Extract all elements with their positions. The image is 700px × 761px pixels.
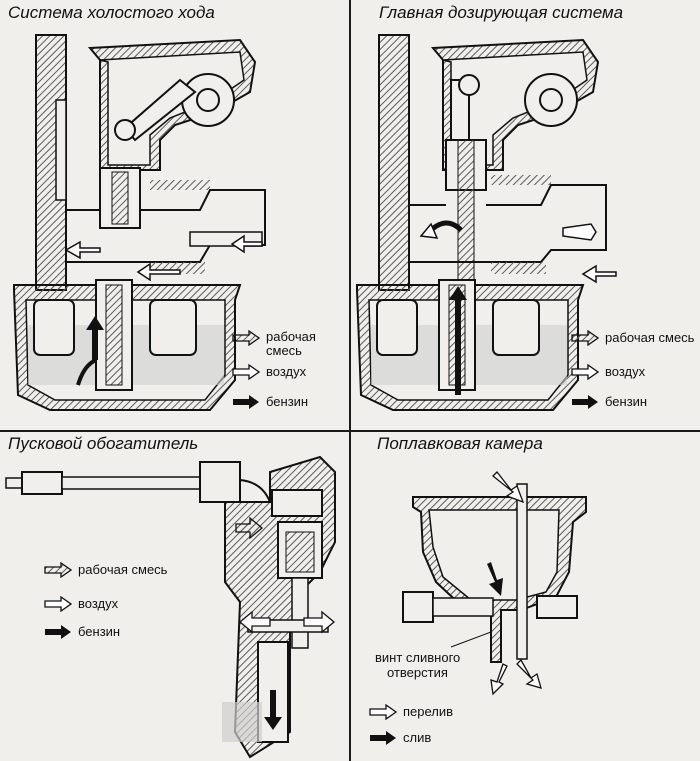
legend-fuel-label: бензин — [266, 394, 309, 409]
legend-drain-label: слив — [403, 730, 432, 745]
fuel-arrow-icon — [233, 395, 259, 409]
panel-choke-enricher: Пусковой обогатитель рабочая смесь возду… — [0, 432, 349, 761]
choke-enricher-drawing — [5, 455, 336, 759]
idle-system-title: Система холостого хода — [8, 3, 215, 22]
legend-mixture-label: рабочая смесь — [266, 329, 316, 358]
air-arrow-icon — [44, 596, 72, 612]
legend-fuel-label: бензин — [605, 394, 648, 409]
legend-fuel: бензин — [44, 624, 120, 640]
mixture-arrow-icon — [571, 330, 599, 346]
panel-float-chamber: Поплавковая камера винт сливного отверст… — [351, 432, 700, 761]
air-arrow-icon — [232, 364, 260, 380]
fuel-arrow-icon — [45, 625, 71, 639]
legend-air: воздух — [571, 364, 645, 380]
legend-overflow-label: перелив — [403, 704, 454, 719]
legend-air-label: воздух — [78, 596, 119, 611]
air-arrow-icon — [230, 234, 263, 254]
legend-mixture-label: рабочая смесь — [605, 330, 695, 345]
drain-arrow-icon — [370, 731, 396, 745]
mixture-arrow-icon — [232, 330, 260, 346]
legend-drain: слив — [369, 730, 431, 746]
legend-mixture: рабочая смесь — [232, 330, 349, 358]
float-chamber-drawing — [402, 471, 587, 696]
legend-air: воздух — [44, 596, 118, 612]
drain-screw-label-line2: отверстия — [387, 665, 448, 680]
vertical-divider — [349, 0, 351, 761]
panel-main-metering-system: Главная дозирующая система рабочая смесь… — [351, 0, 700, 430]
legend-fuel-label: бензин — [78, 624, 121, 639]
legend-air-label: воздух — [605, 364, 646, 379]
fuel-arrow-icon — [572, 395, 598, 409]
mixture-arrow-icon — [44, 562, 72, 578]
drain-screw-label-line1: винт сливного — [375, 650, 461, 665]
legend-air-label: воздух — [266, 364, 307, 379]
legend-fuel: бензин — [232, 394, 308, 410]
main-metering-drawing — [356, 34, 617, 411]
air-arrow-icon — [571, 364, 599, 380]
overflow-arrow-icon — [369, 704, 397, 720]
choke-enricher-title: Пусковой обогатитель — [8, 434, 199, 453]
idle-system-drawing — [13, 34, 266, 411]
legend-fuel: бензин — [571, 394, 647, 410]
horizontal-divider — [0, 430, 700, 432]
legend-air: воздух — [232, 364, 306, 380]
legend-overflow: перелив — [369, 704, 453, 720]
legend-mixture: рабочая смесь — [571, 330, 695, 346]
float-chamber-title: Поплавковая камера — [377, 434, 543, 453]
legend-mixture-label: рабочая смесь — [78, 562, 168, 577]
main-metering-title: Главная дозирующая система — [379, 3, 624, 22]
legend-mixture: рабочая смесь — [44, 562, 168, 578]
panel-idle-system: Система холостого хода рабочая смесь воз… — [0, 0, 349, 430]
